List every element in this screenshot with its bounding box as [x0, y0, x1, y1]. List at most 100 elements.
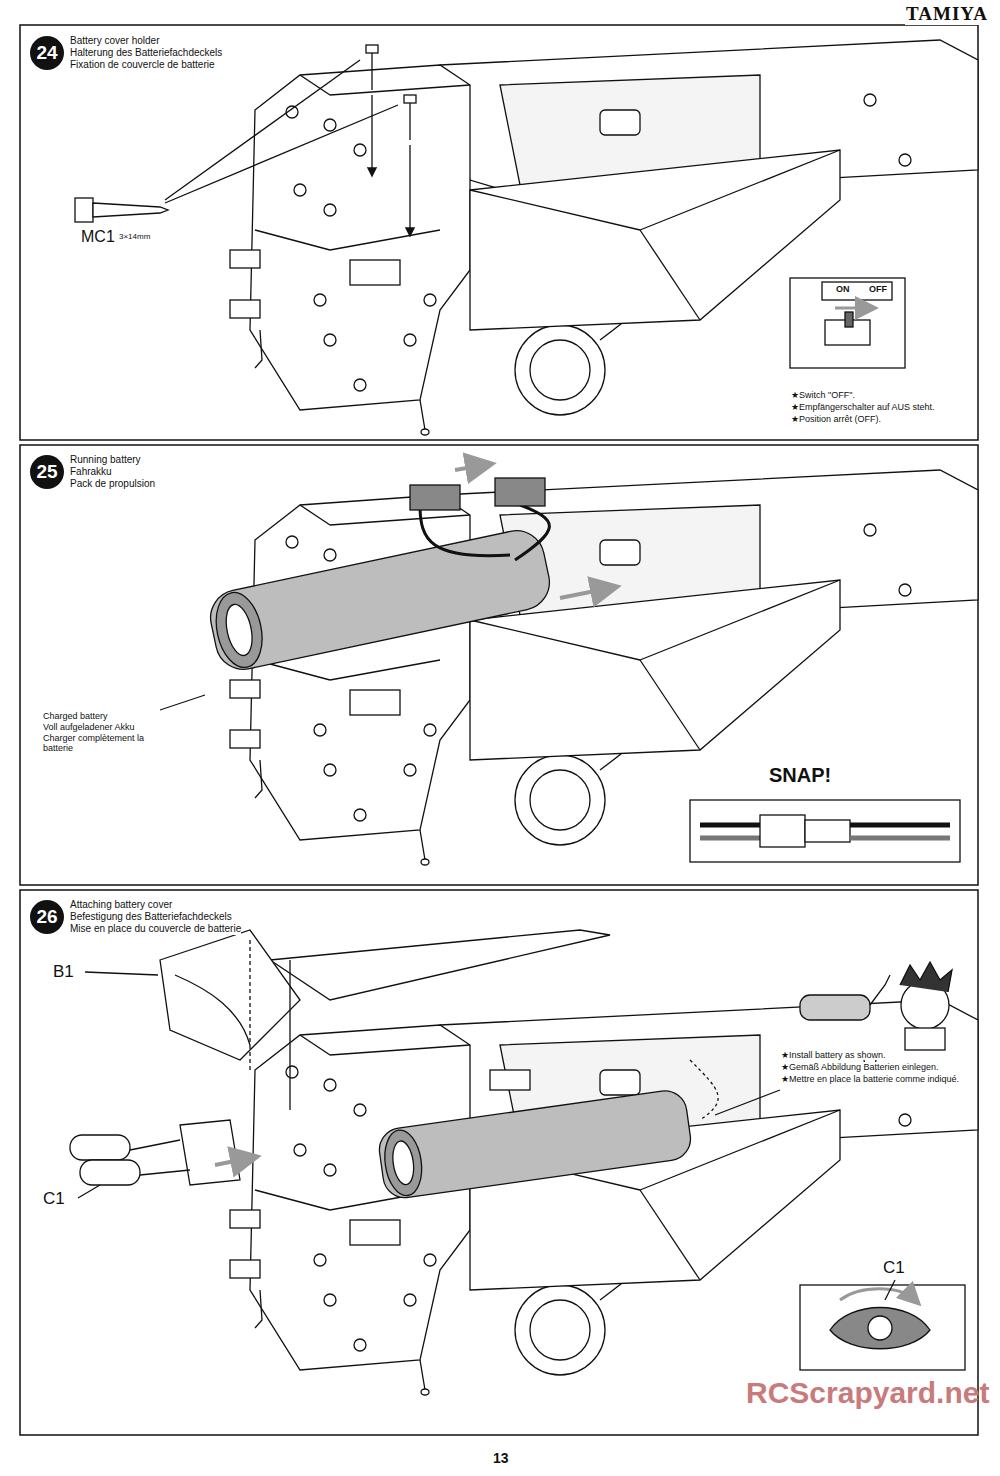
illustration-line	[409, 145, 410, 235]
illustration-line	[420, 505, 510, 556]
part-code: C1	[882, 1258, 906, 1278]
step-title: Pack de propulsion	[70, 478, 155, 490]
illustration-line	[205, 526, 554, 675]
illustration-line	[160, 465, 960, 862]
illustration-line	[20, 445, 978, 885]
illustration-line	[249, 940, 250, 1070]
illustration-line	[210, 588, 269, 671]
step-title: Fahrakku	[70, 466, 155, 478]
note: ★Empfängerschalter auf AUS steht.	[790, 402, 936, 412]
step-number: 26	[30, 900, 64, 934]
step-title: Mise en place du couvercle de batterie	[70, 923, 241, 935]
illustration-line	[205, 526, 554, 675]
dimension: 3×14mm	[118, 232, 151, 241]
step-number: 25	[30, 455, 64, 489]
illustration-line	[760, 815, 805, 847]
step-title: Befestigung des Batteriefachdeckels	[70, 911, 241, 923]
illustration-line	[366, 45, 378, 53]
illustration-line	[455, 465, 485, 470]
step-title: Battery cover holder	[70, 35, 222, 47]
illustration-line	[130, 1140, 180, 1150]
illustration-line	[70, 930, 965, 1370]
illustration-line	[822, 282, 892, 300]
note: ★Gemäß Abbildung Batterien einlegen.	[780, 1062, 940, 1072]
illustration-line	[377, 1088, 694, 1200]
illustration-line	[180, 1120, 240, 1185]
illustration-line	[230, 470, 978, 865]
illustration-line	[381, 1128, 426, 1198]
watermark: RCScrapyard.net	[745, 1376, 990, 1411]
illustration-line	[885, 1280, 895, 1300]
illustration-line	[75, 198, 93, 222]
switch-label: OFF	[868, 284, 888, 294]
step-number: 24	[30, 36, 64, 70]
illustration-line	[80, 1160, 140, 1185]
illustration-line	[495, 478, 545, 506]
illustration-line	[78, 1185, 100, 1198]
page-number: 13	[492, 1450, 510, 1466]
illustration-line	[289, 960, 290, 1110]
illustration-line	[93, 203, 168, 217]
step-title: Running battery	[70, 454, 155, 466]
illustration-line	[75, 45, 905, 368]
step-circle: 26Attaching battery coverBefestigung des…	[30, 900, 64, 934]
illustration-line	[700, 823, 760, 828]
illustration-line	[215, 1158, 250, 1165]
illustration-line	[800, 1285, 965, 1370]
step-heading: Attaching battery coverBefestigung des B…	[70, 899, 241, 935]
illustration-line	[175, 975, 250, 1045]
battery-note: Voll aufgeladener Akku	[42, 722, 136, 732]
illustration-line	[560, 588, 610, 598]
switch-label: ON	[835, 284, 851, 294]
illustration-line	[20, 25, 978, 1435]
illustration-line	[835, 307, 870, 310]
illustration-line	[490, 1070, 530, 1090]
battery-note: Charged battery	[42, 711, 109, 721]
illustration-line	[870, 975, 890, 1005]
illustration-line	[20, 890, 978, 1435]
brand-name: TAMIYA	[905, 3, 989, 25]
note: ★Switch "OFF".	[790, 390, 856, 400]
illustration-line	[830, 1308, 930, 1349]
illustration-line	[230, 1000, 978, 1395]
note: ★Mettre en place la batterie comme indiq…	[780, 1074, 960, 1084]
illustration-line	[690, 800, 960, 862]
illustration-line	[715, 1090, 780, 1115]
illustration-line	[230, 40, 978, 435]
illustration-line	[165, 60, 360, 200]
step-title: Fixation de couvercle de batterie	[70, 59, 222, 71]
illustration-line	[20, 25, 978, 440]
illustration-line	[222, 602, 256, 658]
snap-label: SNAP!	[768, 764, 832, 787]
note: ★Install battery as shown.	[780, 1050, 887, 1060]
step-circle: 24Battery cover holderHalterung des Batt…	[30, 36, 64, 70]
illustration-line	[371, 53, 372, 90]
illustration-line	[160, 930, 300, 1060]
illustration-line	[690, 1060, 718, 1120]
step-heading: Running batteryFahrakkuPack de propulsio…	[70, 454, 155, 490]
illustration-line	[390, 1140, 416, 1186]
illustration-line	[790, 278, 905, 368]
part-code: B1	[52, 962, 75, 982]
illustration-line	[515, 505, 549, 560]
illustration-line	[905, 1028, 945, 1050]
illustration-line	[404, 95, 416, 103]
illustration-line	[165, 105, 398, 203]
part-code: MC1	[80, 228, 116, 246]
illustration-line	[409, 103, 410, 140]
step-heading: Battery cover holderHalterung des Batter…	[70, 35, 222, 71]
battery-note: Charger complètement la batterie	[42, 733, 154, 754]
step-title: Halterung des Batteriefachdeckels	[70, 47, 222, 59]
part-code: C1	[42, 1189, 66, 1209]
illustration-line	[140, 1170, 190, 1175]
illustration-line	[377, 1088, 694, 1200]
note: ★Position arrêt (OFF).	[790, 414, 882, 424]
illustration-line	[371, 95, 372, 175]
illustration-line	[845, 312, 853, 327]
illustration-line	[840, 1289, 915, 1300]
illustration-line	[800, 995, 870, 1020]
illustration-line	[700, 836, 760, 841]
illustration-line	[850, 836, 950, 841]
illustration-line	[85, 972, 158, 975]
illustration-line	[805, 820, 850, 842]
